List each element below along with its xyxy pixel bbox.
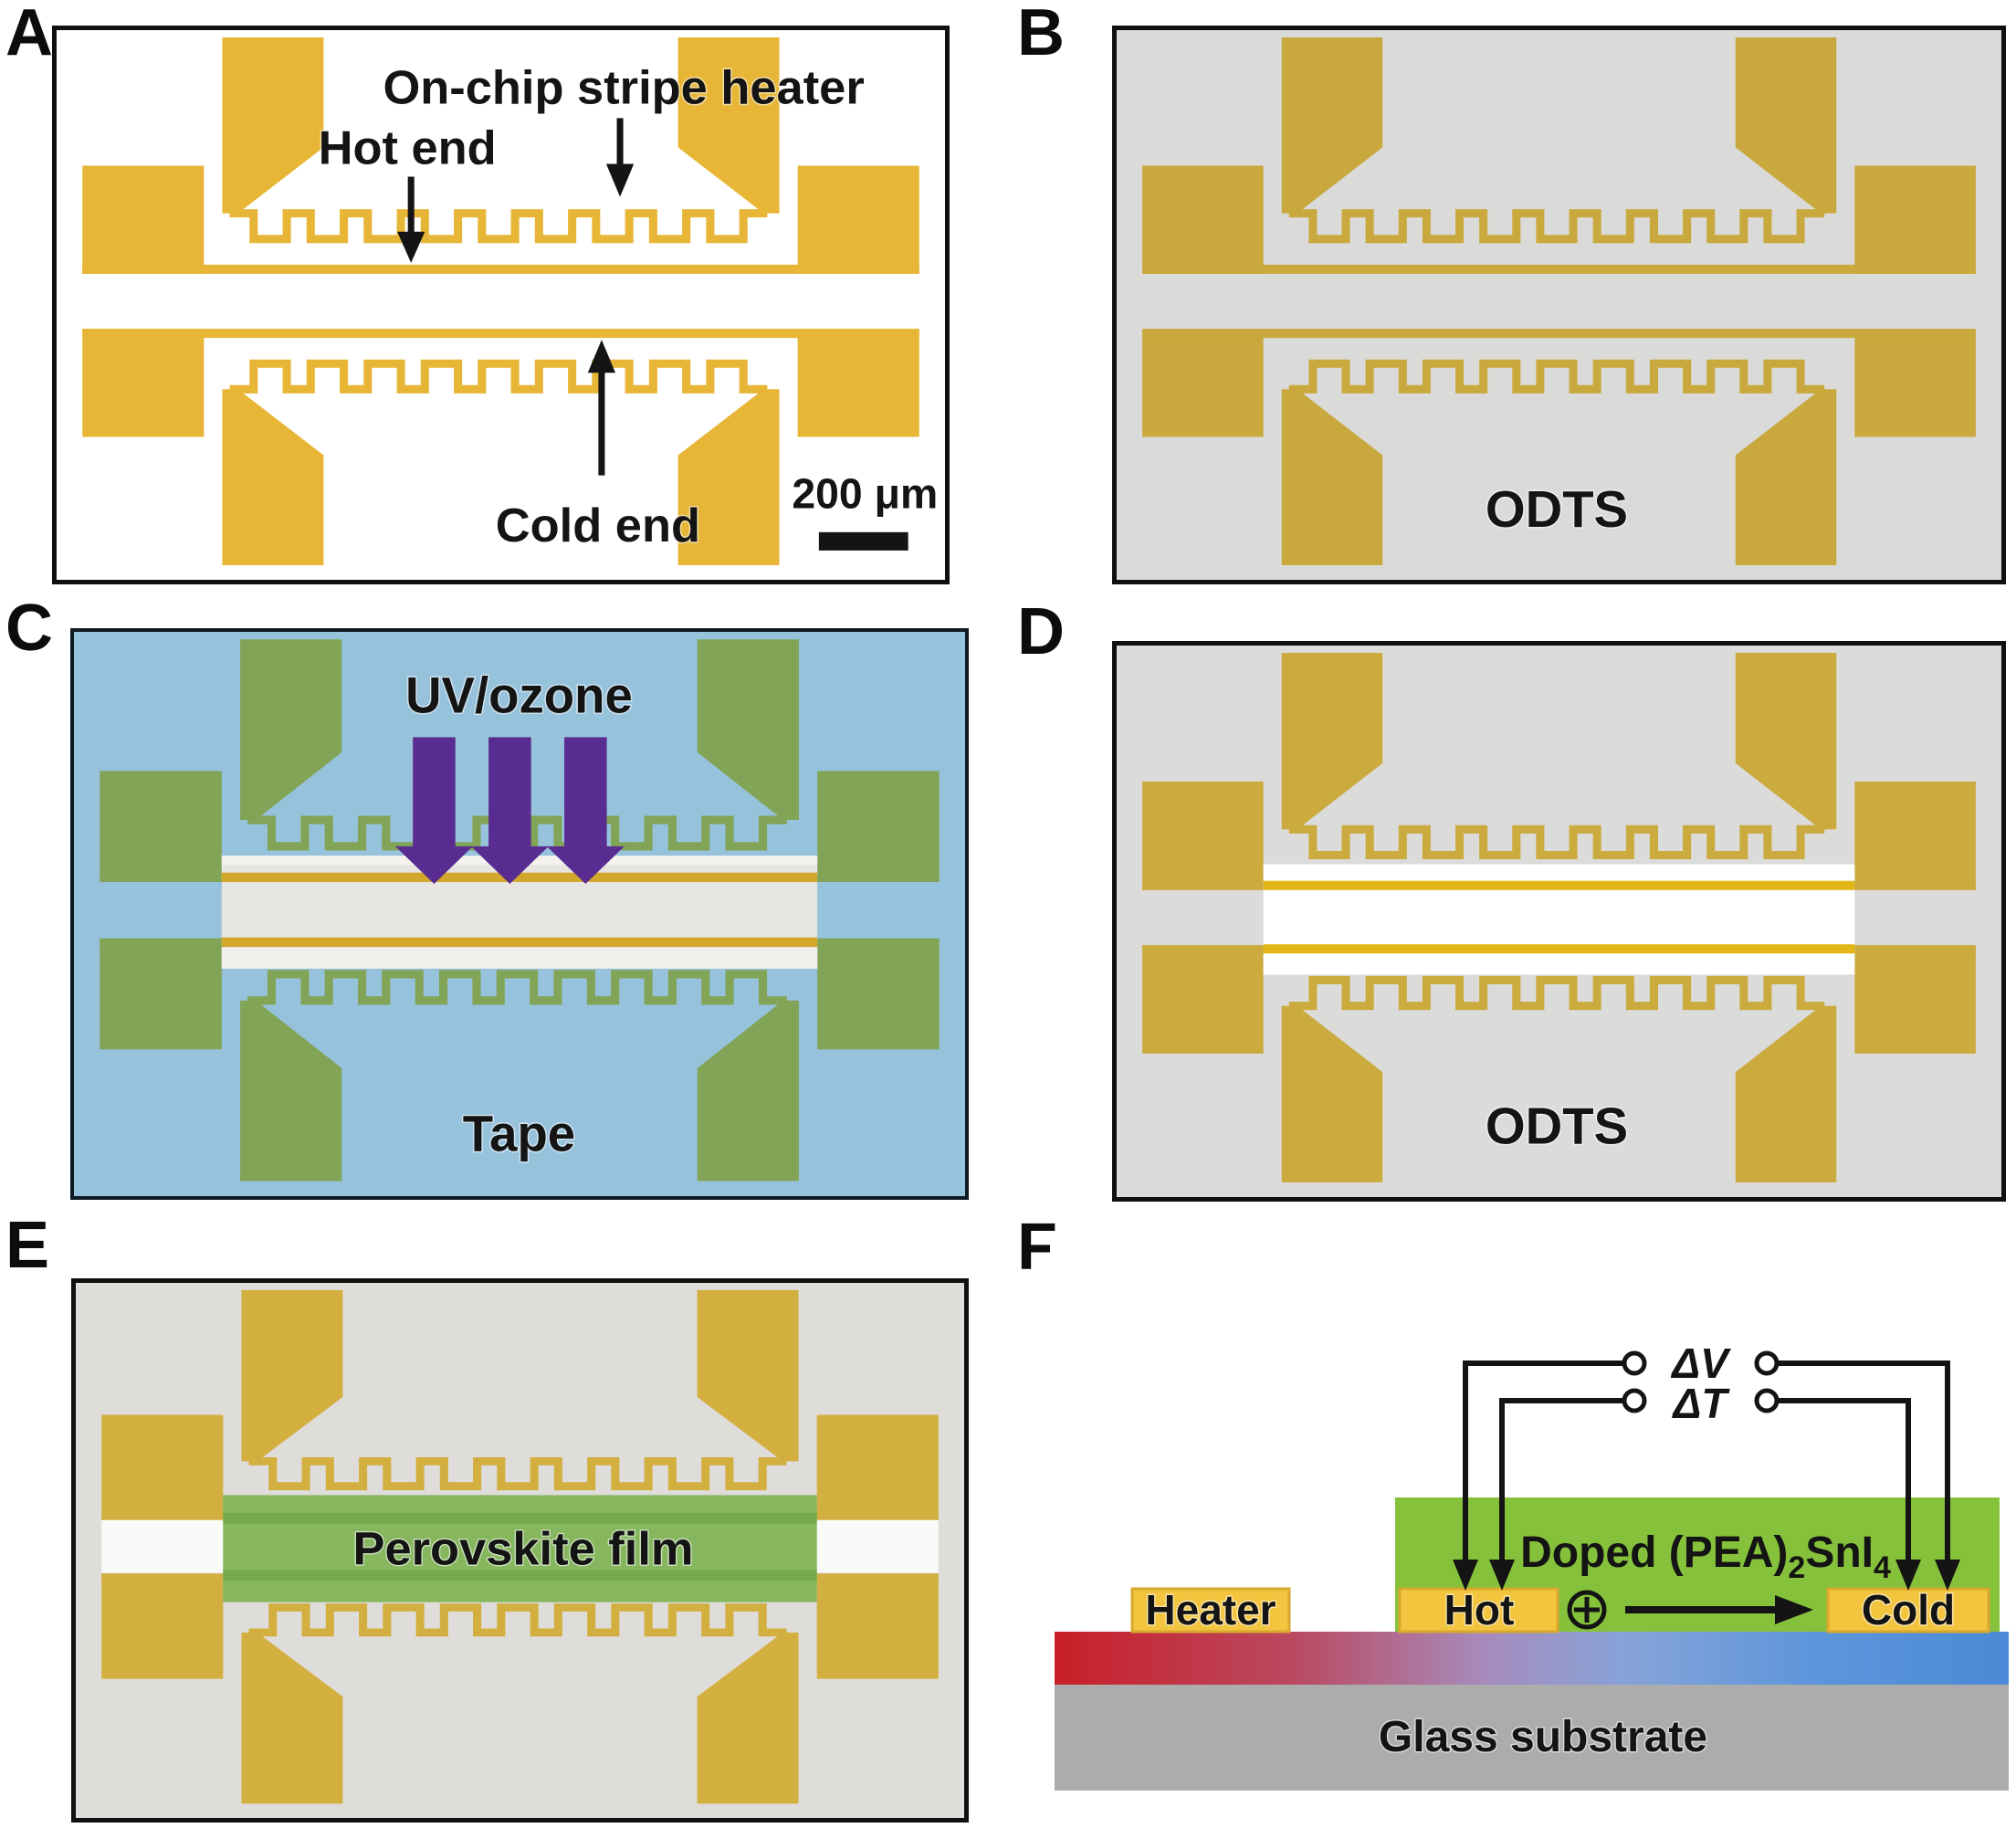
panel-b-odts-coating: ODTS bbox=[1112, 26, 2006, 584]
terminal-icon bbox=[1754, 1350, 1780, 1376]
tape-window bbox=[221, 856, 818, 969]
delta-t-wire-left bbox=[1499, 1398, 1624, 1561]
panel-e-perovskite-film: Perovskite film bbox=[71, 1278, 969, 1823]
panel-a-annotations: On-chip stripe heater Hot end Cold end 2… bbox=[317, 60, 940, 553]
carrier-flow bbox=[1567, 1590, 1813, 1630]
glass-substrate-label: Glass substrate bbox=[1379, 1713, 1707, 1761]
panel-c-uv-ozone-tape: UV/ozone Tape bbox=[70, 628, 969, 1200]
terminal-icon bbox=[1622, 1388, 1647, 1413]
material-mid: SnI bbox=[1805, 1529, 1874, 1577]
uv-arrow-icon bbox=[470, 737, 549, 885]
uv-arrows bbox=[394, 737, 625, 885]
delta-v-wire-left bbox=[1463, 1360, 1624, 1561]
cold-electrode-line bbox=[1263, 944, 1855, 954]
odts-label: ODTS bbox=[1486, 1098, 1628, 1155]
panel-e-letter: E bbox=[5, 1209, 50, 1282]
scale-bar bbox=[818, 531, 908, 551]
heater-label: Heater bbox=[1145, 1586, 1276, 1634]
panel-b-letter: B bbox=[1017, 0, 1065, 69]
panel-d-letter: D bbox=[1017, 595, 1065, 668]
hot-label: Hot bbox=[1444, 1586, 1515, 1634]
perovskite-film-strip bbox=[223, 1495, 817, 1602]
cleaned-side-band bbox=[816, 1519, 939, 1573]
panel-a-letter: A bbox=[5, 0, 53, 69]
hot-end-label: Hot end bbox=[319, 122, 497, 175]
tape-label: Tape bbox=[463, 1105, 575, 1162]
plus-icon bbox=[1574, 1597, 1600, 1623]
cold-electrode-line bbox=[221, 937, 818, 948]
uv-arrow-icon bbox=[546, 737, 625, 885]
panel-f-measurement-schematic: Glass substrate Heater Hot Cold Doped (P… bbox=[1050, 1233, 2016, 1828]
hot-end-arrowhead-icon bbox=[397, 231, 425, 263]
panel-d-odts-channel: ODTS bbox=[1112, 641, 2006, 1202]
material-prefix: Doped (PEA) bbox=[1520, 1529, 1788, 1577]
measurement-wires: ΔV ΔT bbox=[1453, 1339, 1960, 1591]
wire-arrowhead-icon bbox=[1453, 1560, 1478, 1591]
carrier-flow-arrowhead-icon bbox=[1775, 1595, 1813, 1624]
delta-v-label: ΔV bbox=[1670, 1339, 1731, 1387]
wire-arrowhead-icon bbox=[1895, 1560, 1921, 1591]
cold-end-arrowhead-icon bbox=[587, 340, 616, 373]
hot-pad bbox=[1398, 1587, 1559, 1634]
odts-label: ODTS bbox=[1486, 480, 1628, 538]
delta-v-wire-right bbox=[1777, 1360, 1950, 1561]
stripe-heater-label: On-chip stripe heater bbox=[383, 61, 864, 114]
stripe-heater-arrowhead-icon bbox=[605, 163, 635, 197]
delta-t-label: ΔT bbox=[1672, 1380, 1731, 1427]
positive-carrier-icon bbox=[1567, 1590, 1607, 1630]
cleaned-side-band bbox=[101, 1519, 224, 1573]
hot-electrode-line bbox=[1263, 880, 1855, 890]
heater-pad bbox=[1130, 1587, 1291, 1634]
delta-t-wire-right bbox=[1777, 1398, 1911, 1561]
terminal-icon bbox=[1622, 1350, 1647, 1376]
glass-substrate bbox=[1055, 1685, 2009, 1791]
hot-electrode-line bbox=[221, 872, 818, 882]
cold-label: Cold bbox=[1862, 1586, 1955, 1634]
cold-pad bbox=[1826, 1587, 1990, 1634]
wire-arrowhead-icon bbox=[1935, 1560, 1960, 1591]
material-label: Doped (PEA)2SnI4 bbox=[1520, 1529, 1891, 1585]
temperature-gradient-bar bbox=[1055, 1632, 2009, 1685]
uv-ozone-label: UV/ozone bbox=[405, 667, 633, 724]
material-sub1: 2 bbox=[1788, 1550, 1805, 1585]
scale-bar-label: 200 μm bbox=[792, 470, 938, 518]
cold-end-label: Cold end bbox=[496, 499, 700, 552]
terminal-icon bbox=[1754, 1388, 1780, 1413]
uv-arrow-icon bbox=[394, 737, 473, 885]
cleaned-channel bbox=[1263, 864, 1855, 975]
perovskite-film-label: Perovskite film bbox=[353, 1522, 694, 1574]
panel-c-letter: C bbox=[5, 592, 53, 665]
panel-a-device-layout: On-chip stripe heater Hot end Cold end 2… bbox=[52, 26, 950, 584]
material-sub2: 4 bbox=[1874, 1550, 1891, 1585]
wire-arrowhead-icon bbox=[1489, 1560, 1515, 1591]
